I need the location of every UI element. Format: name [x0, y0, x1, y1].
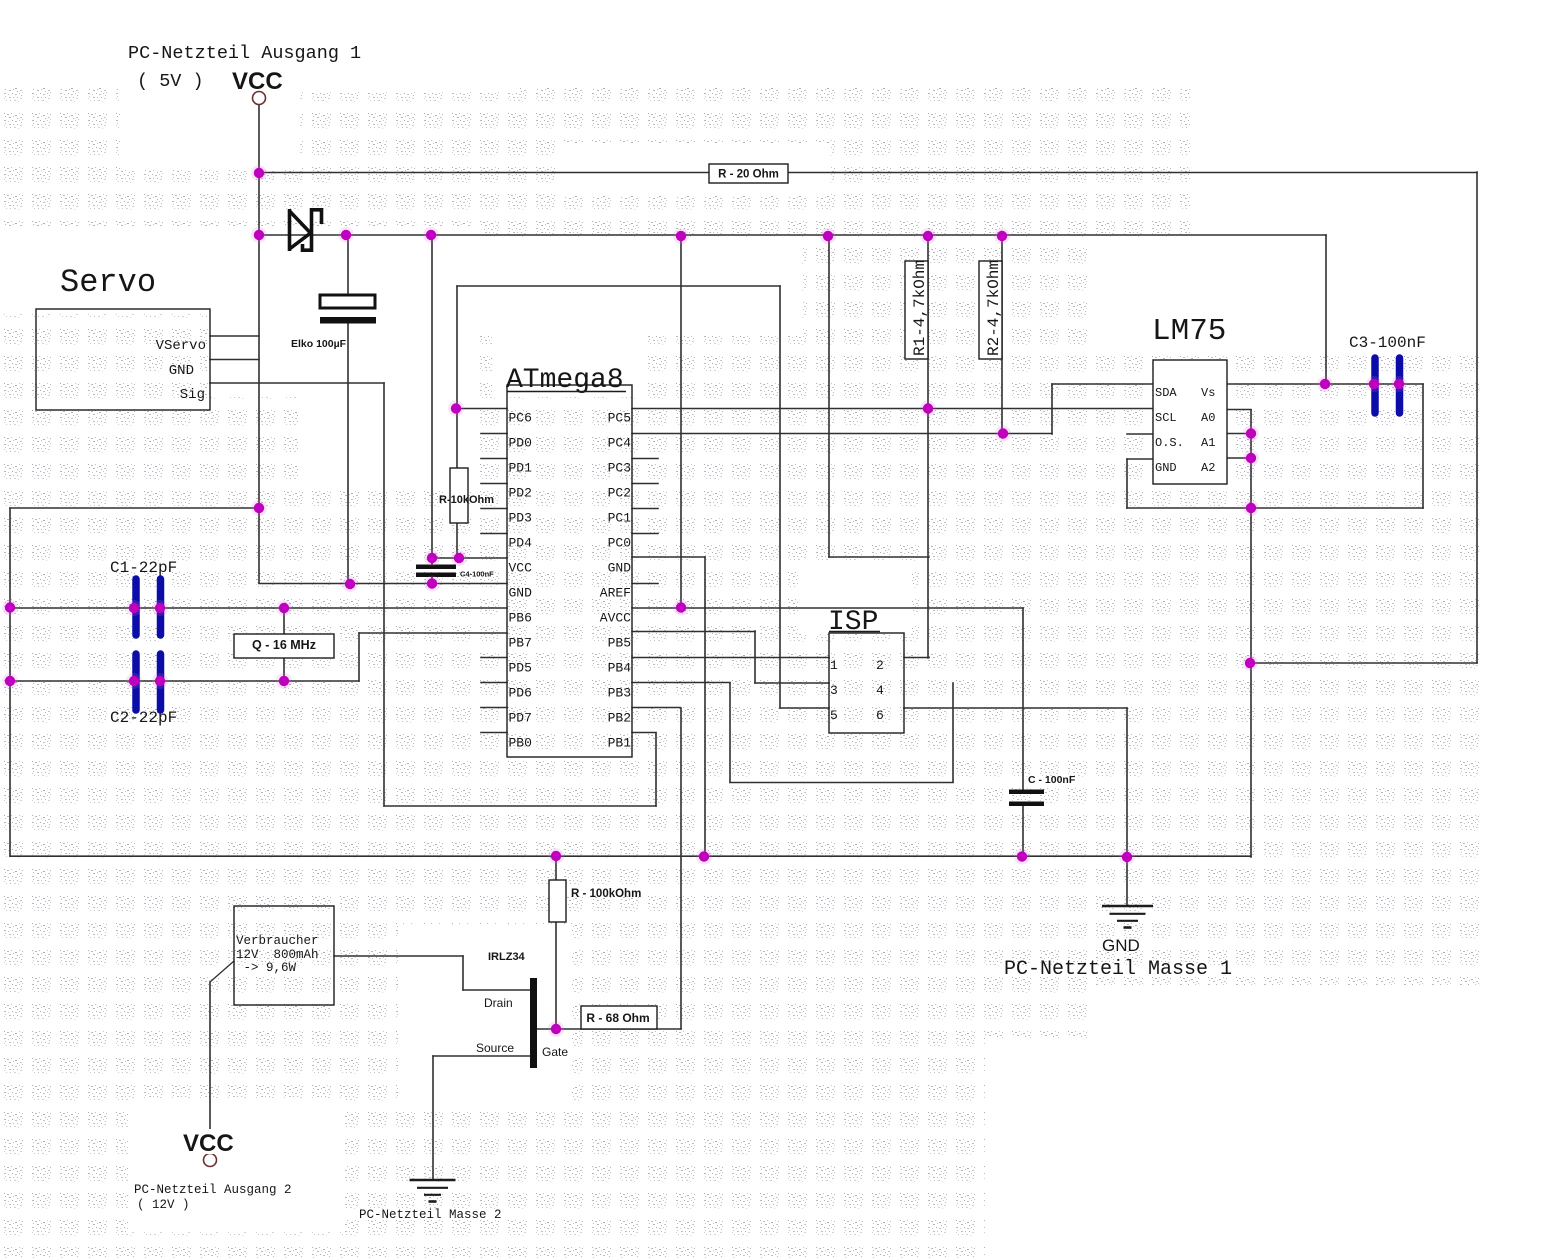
svg-text:C1-22pF: C1-22pF	[110, 559, 177, 577]
svg-text:Servo: Servo	[60, 264, 156, 301]
svg-text:PC-Netzteil Ausgang 2: PC-Netzteil Ausgang 2	[134, 1183, 292, 1197]
svg-text:IRLZ34: IRLZ34	[488, 951, 526, 963]
svg-text:O.S.: O.S.	[1155, 436, 1184, 450]
svg-text:PB6: PB6	[509, 611, 532, 626]
svg-text:A0: A0	[1201, 411, 1215, 425]
svg-text:PD2: PD2	[509, 486, 532, 501]
svg-text:GND: GND	[1102, 936, 1140, 955]
svg-text:ISP: ISP	[828, 607, 878, 638]
svg-text:PC2: PC2	[608, 486, 631, 501]
svg-text:PD6: PD6	[509, 686, 532, 701]
svg-text:VCC: VCC	[509, 561, 533, 576]
svg-text:6: 6	[876, 708, 884, 723]
svg-text:R-10kOhm: R-10kOhm	[439, 494, 494, 506]
svg-text:R2-4,7kOhm: R2-4,7kOhm	[985, 260, 1003, 356]
svg-text:PC4: PC4	[608, 436, 632, 451]
svg-text:SDA: SDA	[1155, 386, 1177, 400]
svg-text:A2: A2	[1201, 461, 1215, 475]
svg-text:PD4: PD4	[509, 536, 533, 551]
svg-text:5: 5	[830, 708, 838, 723]
svg-text:R - 100kOhm: R - 100kOhm	[571, 888, 641, 900]
svg-text:12V 800mAh: 12V 800mAh	[236, 948, 319, 962]
svg-text:Verbraucher: Verbraucher	[236, 934, 319, 948]
svg-text:C - 100nF: C - 100nF	[1028, 774, 1076, 786]
svg-text:Sig: Sig	[180, 387, 205, 403]
svg-text:VCC: VCC	[232, 68, 283, 95]
svg-text:LM75: LM75	[1152, 314, 1226, 349]
svg-text:PC5: PC5	[608, 411, 631, 426]
svg-text:C3-100nF: C3-100nF	[1349, 334, 1426, 352]
svg-text:AVCC: AVCC	[600, 611, 631, 626]
svg-text:PB2: PB2	[608, 711, 631, 726]
svg-text:SCL: SCL	[1155, 411, 1177, 425]
svg-text:VCC: VCC	[183, 1130, 234, 1157]
svg-text:PB3: PB3	[608, 686, 631, 701]
svg-text:-> 9,6W: -> 9,6W	[236, 961, 297, 975]
svg-text:Gate: Gate	[542, 1045, 568, 1059]
svg-text:PC6: PC6	[509, 411, 532, 426]
svg-text:2: 2	[876, 658, 884, 673]
svg-text:PC0: PC0	[608, 536, 631, 551]
svg-text:4: 4	[876, 683, 884, 698]
svg-text:Elko 100µF: Elko 100µF	[291, 338, 347, 350]
svg-text:R1-4,7kOhm: R1-4,7kOhm	[911, 260, 929, 356]
svg-text:GND: GND	[608, 561, 632, 576]
svg-text:GND: GND	[1155, 461, 1177, 475]
svg-text:R - 68 Ohm: R - 68 Ohm	[586, 1011, 649, 1025]
svg-text:3: 3	[830, 683, 838, 698]
svg-text:PD5: PD5	[509, 661, 532, 676]
svg-text:( 5V ): ( 5V )	[137, 71, 204, 92]
svg-text:PB1: PB1	[608, 736, 632, 751]
svg-text:PB4: PB4	[608, 661, 632, 676]
svg-text:A1: A1	[1201, 436, 1215, 450]
svg-text:GND: GND	[509, 586, 533, 601]
svg-text:Q - 16 MHz: Q - 16 MHz	[252, 638, 316, 652]
svg-text:PC1: PC1	[608, 511, 632, 526]
svg-text:C2-22pF: C2-22pF	[110, 709, 177, 727]
svg-text:PD3: PD3	[509, 511, 532, 526]
svg-text:PC3: PC3	[608, 461, 631, 476]
svg-text:PB7: PB7	[509, 636, 532, 651]
svg-text:PB0: PB0	[509, 736, 532, 751]
svg-text:AREF: AREF	[600, 586, 631, 601]
svg-text:PD0: PD0	[509, 436, 532, 451]
svg-text:PC-Netzteil Ausgang 1: PC-Netzteil Ausgang 1	[128, 43, 361, 64]
svg-text:1: 1	[830, 658, 838, 673]
svg-text:PC-Netzteil Masse 2: PC-Netzteil Masse 2	[359, 1208, 502, 1222]
svg-text:Vs: Vs	[1201, 386, 1215, 400]
svg-text:VServo: VServo	[156, 338, 206, 354]
svg-text:GND: GND	[169, 363, 194, 379]
svg-text:PD7: PD7	[509, 711, 532, 726]
svg-text:C4-100nF: C4-100nF	[460, 570, 494, 579]
svg-text:R - 20 Ohm: R - 20 Ohm	[718, 169, 779, 181]
svg-text:Source: Source	[476, 1041, 514, 1055]
svg-text:PC-Netzteil Masse 1: PC-Netzteil Masse 1	[1004, 958, 1232, 981]
svg-text:PB5: PB5	[608, 636, 631, 651]
svg-text:Drain: Drain	[484, 996, 513, 1010]
svg-text:PD1: PD1	[509, 461, 533, 476]
svg-text:( 12V ): ( 12V )	[137, 1198, 190, 1212]
